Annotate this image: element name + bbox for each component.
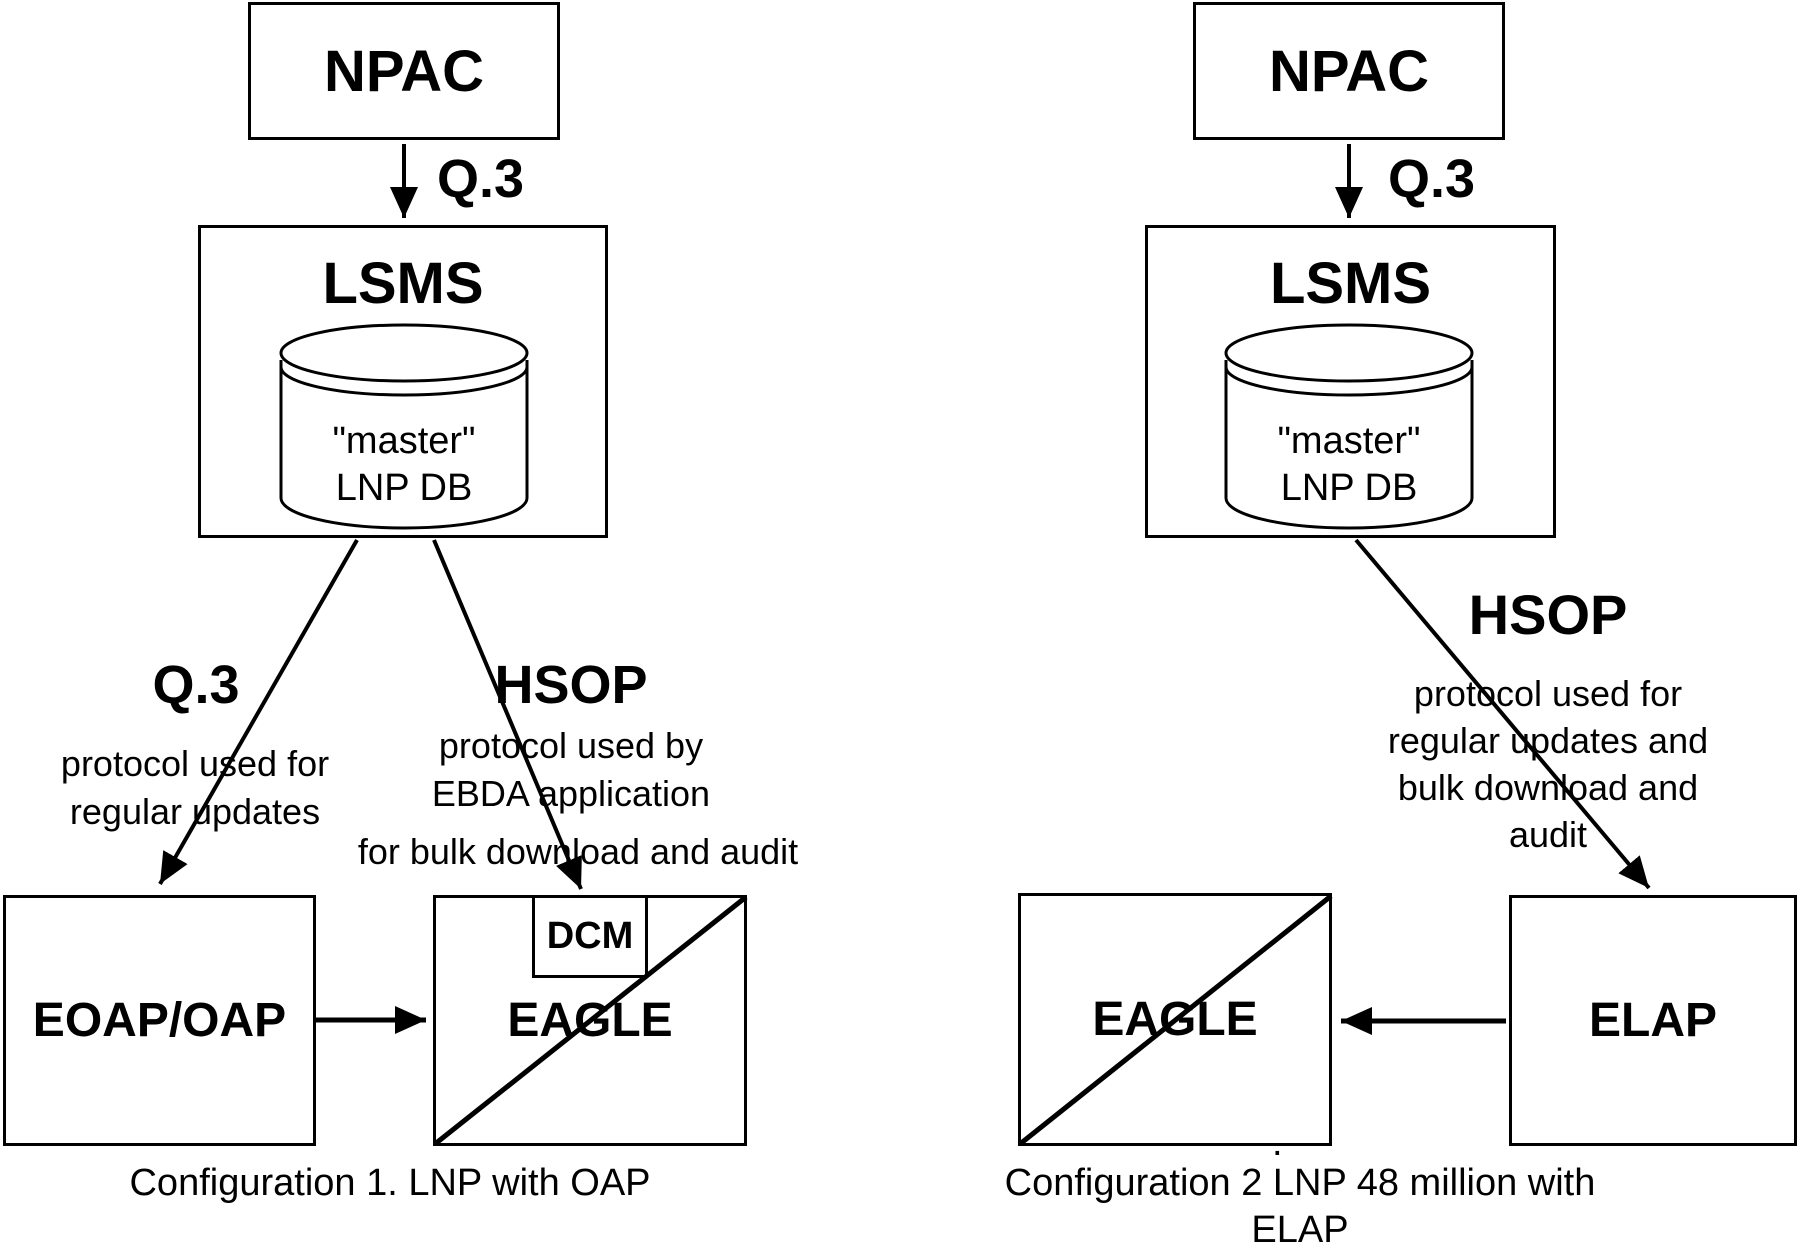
left-eagle-label: EAGLE	[507, 994, 673, 1047]
left-q3-heading: Q.3	[152, 655, 240, 715]
left-db-line2: LNP DB	[335, 467, 473, 509]
left-hsop-desc: protocol used by EBDA application	[432, 722, 710, 818]
right-hsop-heading: HSOP	[1468, 583, 1628, 646]
left-q3-desc-line2: regular updates	[69, 791, 321, 832]
left-q3-desc-line1: protocol used for	[60, 743, 330, 784]
right-lsms-label: LSMS	[1269, 251, 1432, 316]
left-hsop-desc-line1: protocol used by	[438, 725, 704, 766]
right-caption: Configuration 2 LNP 48 million with ELAP	[1005, 1160, 1596, 1250]
left-npac-link-label: Q.3	[437, 149, 525, 209]
left-db-label: "master" LNP DB	[332, 418, 475, 512]
right-elap-box: ELAP	[1509, 895, 1797, 1146]
left-hsop-heading: HSOP	[494, 655, 648, 715]
right-npac-box: NPAC	[1193, 2, 1505, 140]
left-db-line1: "master"	[332, 420, 476, 462]
right-caption-line2: ELAP	[1251, 1209, 1349, 1250]
right-db-line2: LNP DB	[1280, 467, 1418, 509]
right-caption-line1: Configuration 2 LNP 48 million with	[1004, 1162, 1596, 1204]
left-hsop-desc-wide: for bulk download and audit	[357, 831, 799, 872]
left-eoap-label: EOAP/OAP	[32, 994, 287, 1047]
left-npac-box: NPAC	[248, 2, 560, 140]
left-hsop-desc-line2: EBDA application	[431, 773, 711, 814]
left-eoap-box: EOAP/OAP	[3, 895, 316, 1146]
right-eagle-box: EAGLE	[1018, 893, 1332, 1146]
right-db-label: "master" LNP DB	[1277, 418, 1420, 512]
right-npac-link-label: Q.3	[1388, 149, 1476, 209]
right-hsop-desc-line2: regular updates and	[1387, 720, 1709, 761]
left-dcm-label: DCM	[546, 915, 634, 957]
left-q3-desc: protocol used for regular updates	[61, 740, 329, 836]
right-npac-label: NPAC	[1268, 38, 1430, 104]
left-caption: Configuration 1. LNP with OAP	[129, 1162, 651, 1204]
right-elap-label: ELAP	[1588, 994, 1717, 1047]
left-npac-label: NPAC	[323, 38, 485, 104]
left-dcm-box: DCM	[532, 895, 648, 978]
right-hsop-desc-line4: audit	[1508, 814, 1588, 855]
right-hsop-desc-line1: protocol used for	[1413, 673, 1683, 714]
right-db-line1: "master"	[1277, 420, 1421, 462]
right-hsop-desc-line3: bulk download and	[1397, 767, 1699, 808]
right-eagle-label: EAGLE	[1092, 993, 1258, 1046]
right-hsop-desc: protocol used for regular updates and bu…	[1388, 670, 1708, 858]
stray-period: .	[1272, 1122, 1283, 1164]
left-lsms-label: LSMS	[322, 251, 484, 316]
